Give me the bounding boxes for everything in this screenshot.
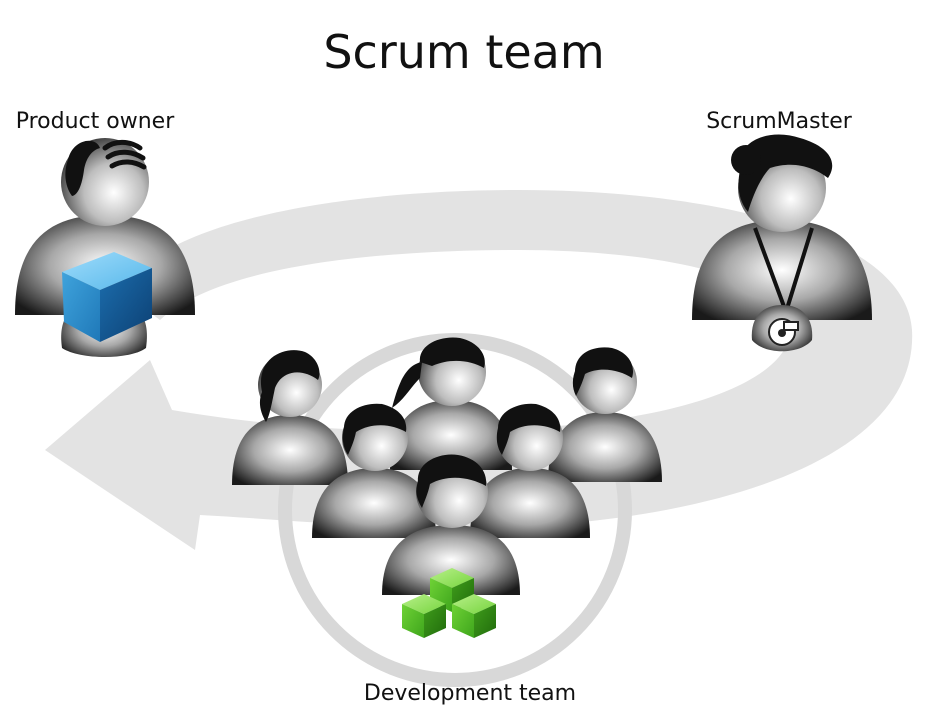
product-owner-hair-stroke [102, 139, 143, 151]
development-team-icon [232, 337, 662, 638]
team-member [312, 403, 436, 538]
development-team-label: Development team [364, 681, 576, 706]
scrum-master-icon [692, 134, 872, 352]
product-owner-hair [65, 140, 100, 196]
product-owner-hair-stroke [109, 159, 147, 170]
team-member [382, 454, 520, 595]
scrum-master-hair-bun [731, 145, 761, 175]
scrum-master-label: ScrumMaster [706, 109, 853, 134]
whistle-icon [768, 318, 799, 346]
scrum-master-body [692, 220, 872, 320]
diagram-title: Scrum team [323, 25, 604, 79]
team-member [470, 403, 590, 538]
scrum-master-hair [738, 134, 833, 212]
team-member [390, 337, 512, 470]
product-owner-label: Product owner [16, 109, 175, 134]
team-member [232, 350, 348, 485]
team-cubes-icon [402, 568, 496, 638]
product-owner-icon [15, 138, 195, 357]
product-owner-hair-stroke [105, 149, 146, 161]
team-member [548, 347, 662, 482]
product-cube-icon [62, 252, 152, 342]
